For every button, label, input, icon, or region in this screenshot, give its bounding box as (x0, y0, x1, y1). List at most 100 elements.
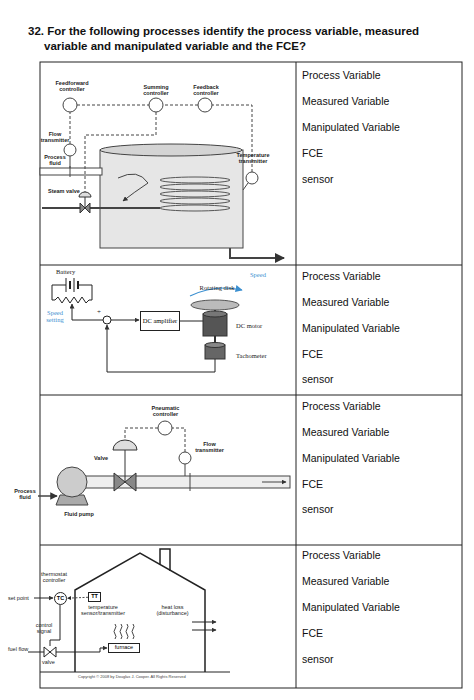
arrow-head (67, 596, 71, 600)
signal-label: Speed (250, 271, 266, 278)
motor-top (203, 311, 227, 317)
table-cell: Measured Variable (302, 297, 389, 309)
part-label: Feedback controller (186, 84, 226, 96)
transmitter-stem (70, 156, 71, 168)
wiper-arrow (72, 304, 73, 318)
heat-wave (132, 624, 134, 639)
flow-arrow (262, 482, 286, 483)
pump-casing (57, 467, 87, 497)
orifice-plate (190, 473, 191, 491)
node-text: DC amplifier (143, 318, 177, 325)
steam-coil (160, 177, 230, 183)
setpoint-arrow (34, 598, 53, 599)
part-label: Valve (94, 455, 108, 461)
wire (72, 318, 103, 320)
part-label: Process fluid (10, 488, 40, 500)
flow-transmitter-bubble (179, 452, 191, 464)
battery-plate (74, 278, 75, 292)
heat-wave (120, 624, 122, 639)
part-label: Temperature transmitter (228, 152, 278, 164)
fuel-line (56, 648, 107, 652)
part-label: Feedforward controller (52, 80, 92, 92)
valve-stem (85, 197, 86, 208)
part-label: Flow transmitter (40, 131, 70, 143)
circle-border (55, 593, 67, 605)
table-cell: Manipulated Variable (302, 453, 400, 465)
heat-loss-arrow (192, 622, 216, 623)
part-label: thermostat controller (34, 571, 74, 583)
table-row-line (40, 395, 462, 396)
heat-loss-arrow (192, 630, 216, 631)
part-label: heat loss (disturbance) (150, 604, 195, 616)
signal-label: control signal (30, 622, 58, 634)
potentiometer (55, 297, 89, 303)
steam-coil (160, 184, 230, 190)
controller-bubble (158, 421, 172, 435)
furnace-box: furnace (108, 643, 140, 653)
heat-wave (114, 624, 116, 639)
node-text: TC (57, 596, 64, 602)
connector-line (67, 597, 88, 599)
outlet-pipe (230, 248, 284, 258)
tank-body (100, 150, 243, 248)
table-cell: FCE (302, 628, 323, 640)
house-outline (75, 553, 205, 672)
signal-label: fuel flow (8, 646, 28, 652)
signal-line (163, 105, 198, 106)
signal-line (85, 112, 156, 192)
table-cell: Process Variable (302, 550, 381, 562)
table-cell: sensor (302, 174, 334, 186)
part-label: Pneumatic controller (143, 405, 188, 417)
table-row-line (40, 265, 462, 266)
table-cell: Process Variable (302, 271, 381, 283)
table-cell: Process Variable (302, 401, 381, 413)
feedback-wire (107, 325, 215, 372)
steam-coil (160, 198, 230, 204)
sign-label: + (97, 309, 101, 317)
part-label: Flow transmitter (192, 441, 227, 453)
inlet-pipe (40, 168, 102, 175)
table-border (40, 62, 462, 688)
heat-wave (126, 624, 128, 639)
table-cell: sensor (302, 654, 334, 666)
table-cell: sensor (302, 374, 334, 386)
table-cell: Manipulated Variable (302, 323, 400, 335)
signal-label: set point (8, 595, 29, 601)
controller-bubble (198, 98, 212, 112)
fuel-line (28, 652, 44, 653)
controller-circle: TC (54, 592, 67, 605)
part-label: valve (42, 659, 55, 665)
battery-plate (69, 281, 71, 289)
rotating-disk (191, 300, 239, 310)
part-label: Steam valve (48, 188, 80, 194)
table-cell: FCE (302, 479, 323, 491)
table-cell: Measured Variable (302, 576, 389, 588)
valve-stem (125, 450, 126, 482)
table-cell: Measured Variable (302, 96, 389, 108)
tank-top (100, 144, 242, 156)
summing-junction (103, 316, 111, 324)
signal-connector (67, 596, 88, 600)
temperature-probe (243, 183, 248, 190)
wire (180, 321, 203, 322)
temperature-transmitter-bubble (246, 172, 258, 184)
signal-label: Speed setting (40, 309, 70, 323)
part-label: temperature sensor/transmitter (78, 604, 128, 616)
process-pipe (80, 476, 290, 488)
steam-coil (160, 191, 230, 197)
question-title: 32. For the following processes identify… (28, 24, 444, 54)
part-label: Rotating disk (192, 284, 242, 291)
signal-line (77, 105, 149, 106)
node-text: TT (91, 594, 98, 600)
valve-actuator (79, 192, 91, 197)
valve-actuator (113, 440, 137, 450)
inlet-arrow (38, 495, 57, 497)
part-label: Battery (56, 268, 75, 275)
amplifier-box: DC amplifier (140, 311, 180, 331)
table-cell: Measured Variable (302, 427, 389, 439)
fuel-valve (44, 647, 56, 657)
signal-line (172, 428, 185, 452)
part-label: Summing controller (136, 84, 176, 96)
copyright-note: Copyright © 2008 by Douglas J. Cooper. A… (78, 675, 186, 679)
